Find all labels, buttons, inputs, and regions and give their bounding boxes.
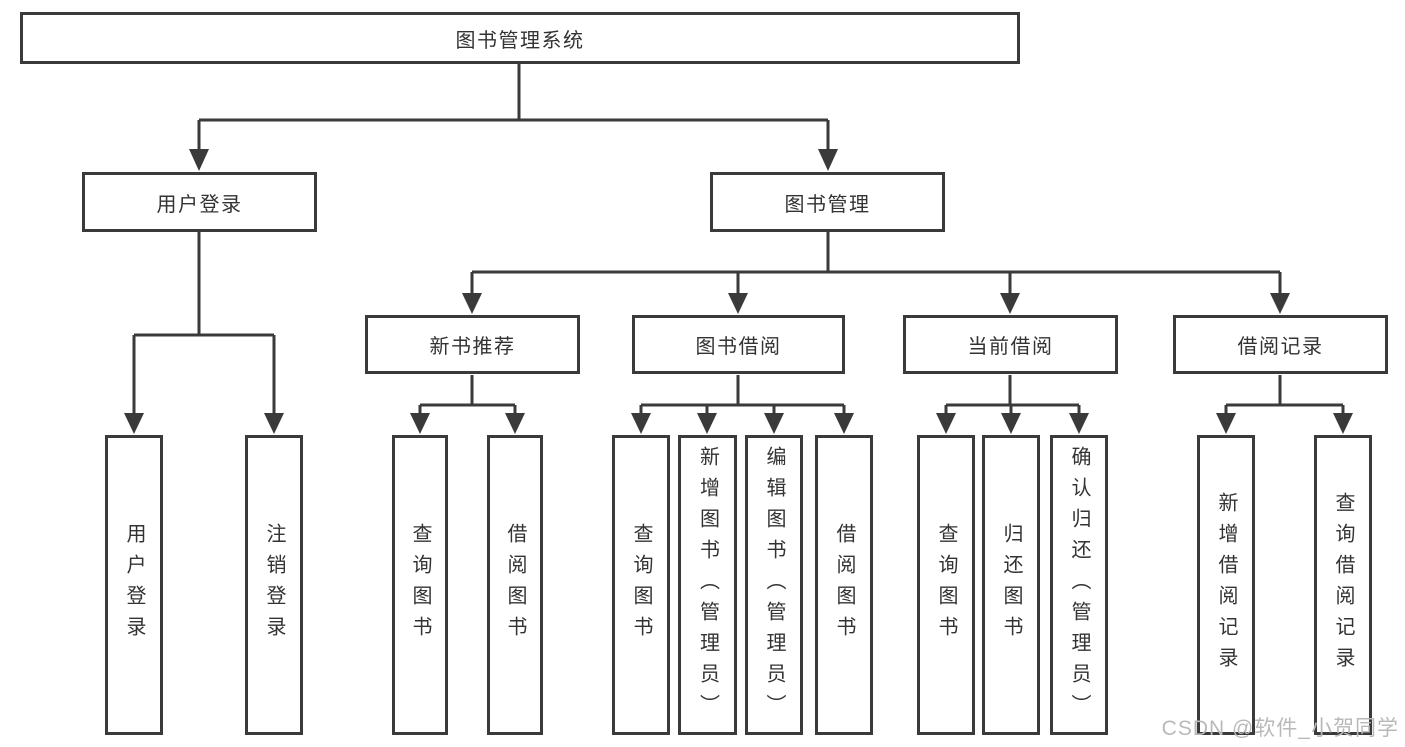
node-book-management: 图书管理 [710, 172, 945, 232]
node-new-book-recommend: 新书推荐 [365, 315, 580, 374]
leaf-label: 查询图书 [630, 523, 652, 647]
node-book-borrow: 图书借阅 [632, 315, 845, 374]
leaf-label: 借阅图书 [504, 523, 526, 647]
leaf-borrow-books-recommend: 借阅图书 [487, 435, 543, 735]
node-borrow-records: 借阅记录 [1173, 315, 1388, 374]
leaf-label: 查询图书 [409, 523, 431, 647]
node-user-login: 用户登录 [82, 172, 317, 232]
leaf-label: 确认归还（管理员） [1068, 445, 1090, 725]
leaf-return-book: 归还图书 [982, 435, 1040, 735]
leaf-label: 编辑图书（管理员） [763, 445, 785, 725]
leaf-logout: 注销登录 [245, 435, 303, 735]
node-current-borrow: 当前借阅 [903, 315, 1118, 374]
leaf-label: 查询图书 [935, 523, 957, 647]
leaf-add-book-admin: 新增图书（管理员） [678, 435, 737, 735]
leaf-edit-book-admin: 编辑图书（管理员） [745, 435, 803, 735]
leaf-label: 新增图书（管理员） [696, 445, 719, 725]
leaf-add-borrow-record: 新增借阅记录 [1197, 435, 1255, 735]
leaf-query-books-current: 查询图书 [917, 435, 975, 735]
leaf-confirm-return-admin: 确认归还（管理员） [1050, 435, 1108, 735]
leaf-label: 新增借阅记录 [1215, 492, 1237, 678]
leaf-label: 注销登录 [263, 523, 285, 647]
leaf-label: 用户登录 [123, 523, 145, 647]
leaf-label: 查询借阅记录 [1332, 492, 1354, 678]
node-root-system: 图书管理系统 [20, 12, 1020, 64]
leaf-user-login: 用户登录 [105, 435, 163, 735]
leaf-query-books-recommend: 查询图书 [392, 435, 448, 735]
leaf-label: 归还图书 [1000, 523, 1022, 647]
leaf-label: 借阅图书 [833, 523, 855, 647]
leaf-query-borrow-record: 查询借阅记录 [1314, 435, 1372, 735]
leaf-borrow-books: 借阅图书 [815, 435, 873, 735]
leaf-query-books-borrow: 查询图书 [612, 435, 670, 735]
watermark: CSDN @软件_小贺同学 [1161, 717, 1399, 740]
